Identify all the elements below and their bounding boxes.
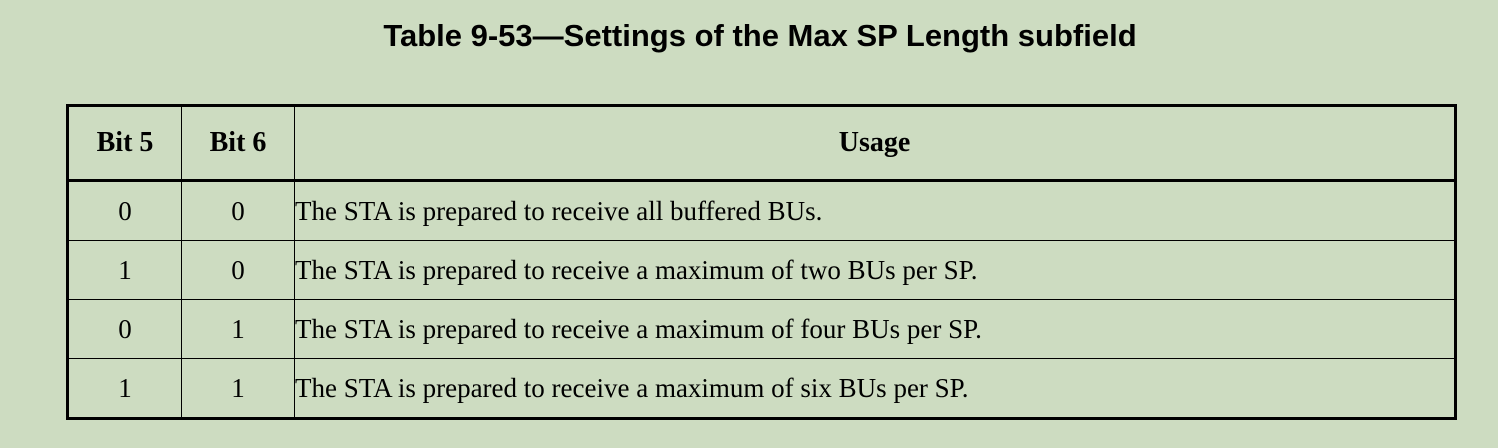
cell-usage: The STA is prepared to receive a maximum…: [294, 299, 1456, 359]
table-row: 1 1 The STA is prepared to receive a max…: [67, 358, 1456, 419]
cell-usage: The STA is prepared to receive a maximum…: [294, 358, 1456, 419]
header-bit6: Bit 6: [181, 105, 295, 182]
settings-table: Bit 5 Bit 6 Usage 0 0 The STA is prepare…: [66, 104, 1457, 420]
header-bit5: Bit 5: [67, 105, 182, 182]
cell-bit6: 0: [181, 180, 295, 241]
table-row: 1 0 The STA is prepared to receive a max…: [67, 240, 1456, 300]
cell-usage: The STA is prepared to receive a maximum…: [294, 240, 1456, 300]
table-header-row: Bit 5 Bit 6 Usage: [67, 105, 1456, 182]
cell-bit6: 0: [181, 240, 295, 300]
cell-usage: The STA is prepared to receive all buffe…: [294, 180, 1456, 241]
cell-bit5: 1: [67, 240, 182, 300]
cell-bit5: 0: [67, 180, 182, 241]
table-row: 0 1 The STA is prepared to receive a max…: [67, 299, 1456, 359]
table-caption: Table 9-53—Settings of the Max SP Length…: [383, 18, 1137, 53]
cell-bit6: 1: [181, 358, 295, 419]
header-usage: Usage: [294, 105, 1456, 182]
cell-bit5: 0: [67, 299, 182, 359]
cell-bit5: 1: [67, 358, 182, 419]
cell-bit6: 1: [181, 299, 295, 359]
table-row: 0 0 The STA is prepared to receive all b…: [67, 180, 1456, 241]
